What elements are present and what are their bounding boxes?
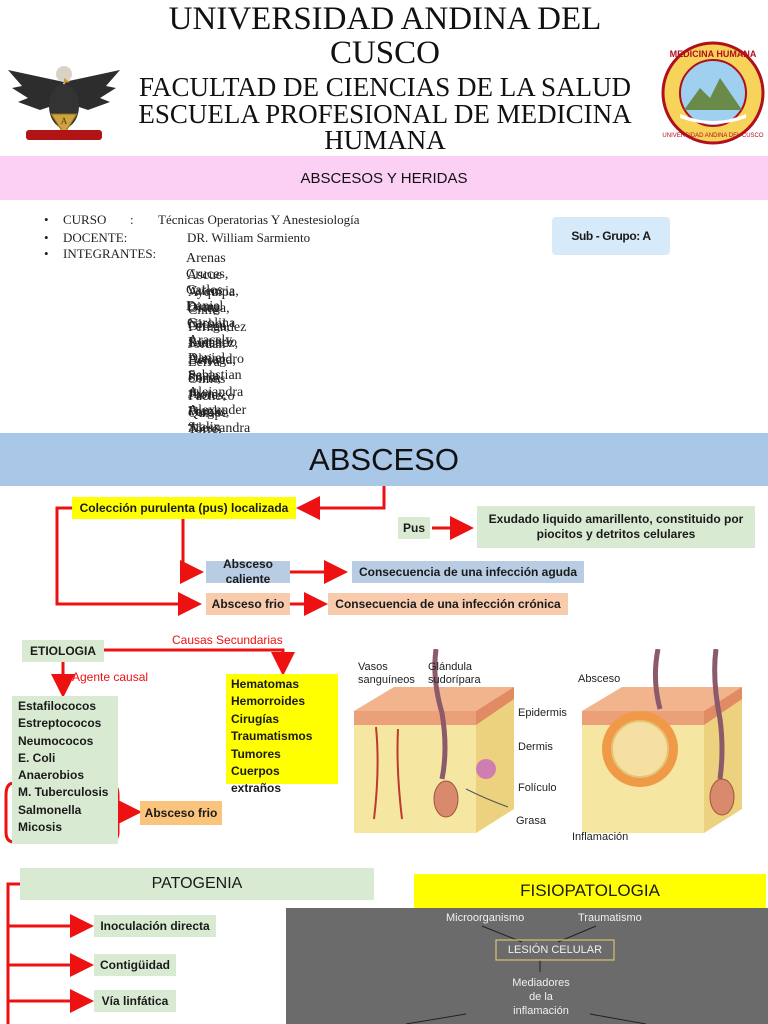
university-title: UNIVERSIDAD ANDINA DEL CUSCO — [168, 1, 602, 71]
agente-item: Estreptococos — [18, 716, 102, 731]
member-item: Ascue Valencia, Diana Carolina — [187, 268, 239, 331]
label-vasos: Vasos sanguíneos — [358, 661, 415, 686]
patogenia-connectors — [6, 882, 94, 1024]
frio-definition-box: Consecuencia de una infección crónica — [328, 593, 568, 615]
patogenia-box: PATOGENIA — [20, 868, 374, 900]
curso-label: CURSO — [63, 212, 107, 227]
member-item: Pacheco Vargas, Alessandra Leyla — [188, 389, 251, 452]
causa-item: Cirugías — [231, 711, 280, 726]
pus-definition-box: Exudado liquido amarillento, constituido… — [477, 506, 755, 548]
etiologia-absceso-frio-box: Absceso frio — [140, 801, 222, 825]
curso-separator: : — [130, 212, 134, 227]
coleccion-box: Colección purulenta (pus) localizada — [72, 497, 296, 519]
topic-title: ABSCESOS Y HERIDAS — [300, 169, 468, 187]
docente-value: DR. William Sarmiento — [187, 230, 311, 245]
patogenia-item-inoculacion: Inoculación directa — [94, 915, 216, 937]
causa-item: Hematomas — [231, 677, 300, 691]
absceso-title-bar: ABSCESO — [0, 433, 768, 486]
topic-banner: ABSCESOS Y HERIDAS — [0, 156, 768, 200]
etiologia-connectors — [4, 648, 295, 844]
causa-item: Traumatismos — [231, 729, 313, 744]
absceso-caliente-box: Absceso caliente — [206, 557, 290, 586]
curso-value: Técnicas Operatorias Y Anestesiología — [158, 212, 360, 227]
agentes-list: Estafilococos Estreptococos Neumococos E… — [12, 696, 118, 844]
causa-item: Hemorroides — [231, 694, 306, 709]
agente-item: M. Tuberculosis — [18, 785, 109, 800]
skin-illustration: Vasos sanguíneos Glándula sudorípara Abs… — [346, 648, 768, 849]
label-inflamacion: Inflamación — [572, 831, 629, 843]
absceso-title: ABSCESO — [309, 441, 459, 477]
faculty-title: FACULTAD DE CIENCIAS DE LA SALUD — [138, 72, 632, 102]
agente-item: Estafilococos — [18, 699, 97, 713]
member-item: Ayquipa Ortega, Nichol Aracely — [188, 285, 235, 348]
label-grasa: Grasa — [516, 815, 546, 827]
agente-causal-label: Agente causal — [72, 670, 149, 684]
seal-bottom-label: UNIVERSIDAD ANDINA DEL CUSCO — [662, 133, 763, 139]
integrantes-row: • INTEGRANTES: — [44, 246, 157, 261]
member-item: Fernandez Sanchez, Alejandro Sebastian — [188, 320, 247, 383]
header: A UNIVERSIDAD ANDINA DEL CUSCO FACULTAD … — [0, 0, 768, 155]
fisio-mediadores: Mediadores de la inflamación — [512, 977, 570, 1017]
member-item: Olmos Flores, Frank Stalin — [188, 372, 227, 435]
label-dermis: Dermis — [518, 741, 553, 753]
subgroup-badge: Sub - Grupo: A — [552, 217, 670, 255]
fisio-traumatismo: Traumatismo — [578, 912, 642, 924]
integrantes-label: INTEGRANTES: — [63, 246, 157, 261]
absceso-connectors — [55, 486, 474, 616]
patogenia-item-linfatica: Vía linfática — [94, 990, 176, 1012]
label-glandula: Glándula sudorípara — [428, 661, 481, 686]
label-epidermis: Epidermis — [518, 707, 567, 719]
causa-item: Tumores — [231, 746, 281, 761]
absceso-frio-box: Absceso frio — [206, 593, 290, 615]
member-item: Arenas Cruces, Carlos Daniel — [186, 251, 229, 314]
fisio-connectors — [405, 925, 647, 1024]
member-item: Leiva Soria, Jhon Alexander — [188, 355, 247, 418]
agente-item: Salmonella — [18, 802, 82, 817]
pus-box: Pus — [398, 517, 430, 539]
curso-row: • CURSO : Técnicas Operatorias Y Anestes… — [44, 212, 360, 227]
label-absceso: Absceso — [578, 673, 621, 685]
agente-item: E. Coli — [18, 750, 56, 765]
skin-diagram-icon — [354, 648, 742, 833]
caliente-definition-box: Consecuencia de una infección aguda — [352, 561, 584, 583]
member-item: Jordan Beisaga, Paula Alejandra — [188, 337, 244, 400]
fisiopatologia-box: FISIOPATOLOGIA — [414, 874, 766, 908]
agente-item: Micosis — [18, 820, 63, 835]
docente-row: • DOCENTE: DR. William Sarmiento — [44, 230, 311, 245]
medicina-humana-seal-icon: MEDICINA HUMANA UNIVERSIDAD ANDINA DEL C… — [661, 41, 765, 145]
patogenia-item-contiguidad: Contigüidad — [94, 954, 176, 976]
docente-label: DOCENTE: — [63, 230, 128, 245]
fisio-microorganismo: Microorganismo — [446, 912, 525, 924]
causas-list: Hematomas Hemorroides Cirugías Traumatis… — [226, 674, 338, 795]
agente-item: Anaerobios — [18, 768, 85, 783]
svg-text:A: A — [61, 116, 68, 126]
school-title: ESCUELA PROFESIONAL DE MEDICINA HUMANA — [138, 99, 632, 155]
label-foliculo: Folículo — [518, 782, 557, 794]
agente-item: Neumococos — [18, 733, 94, 748]
fisiopatologia-diagram: Microorganismo Traumatismo LESIÓN CELULA… — [286, 908, 768, 1024]
condor-logo-icon: A — [8, 66, 120, 140]
seal-label: MEDICINA HUMANA — [670, 49, 757, 59]
member-item: Chile Ortega, Romario Daniel — [188, 303, 237, 366]
causa-item: Cuerpos extraños — [231, 764, 282, 796]
fisio-lesion-celular: LESIÓN CELULAR — [507, 944, 603, 956]
etiologia-box: ETIOLOGIA — [22, 640, 104, 662]
causas-secundarias-label: Causas Secundarias — [172, 633, 283, 647]
